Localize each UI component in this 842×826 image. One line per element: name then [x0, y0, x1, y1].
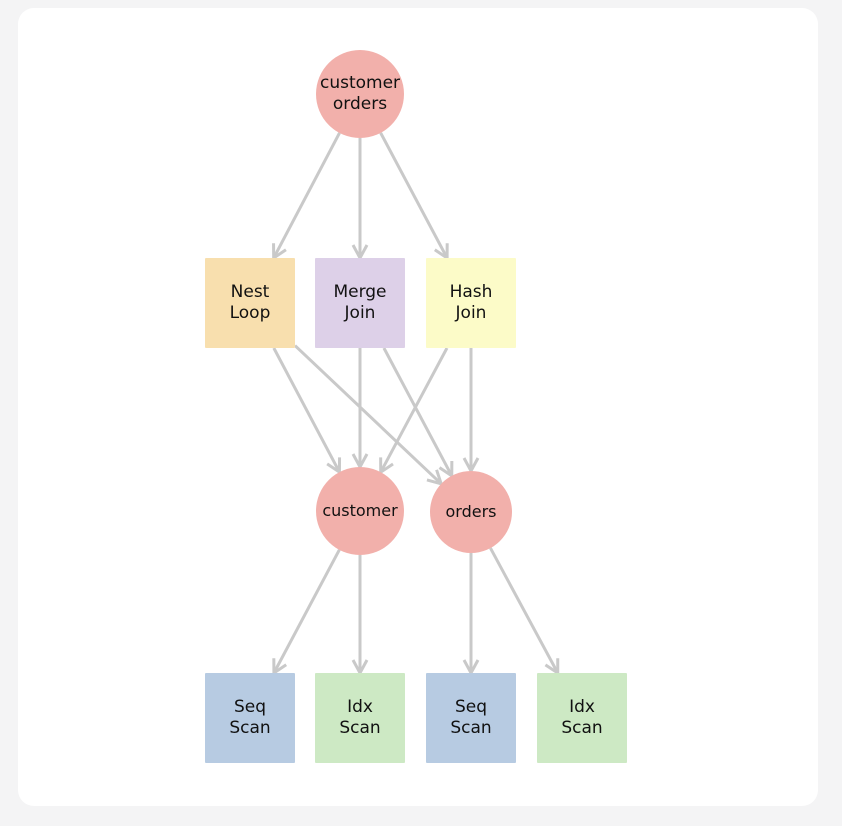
node-idx-scan-1[interactable]: Idx Scan — [315, 673, 405, 763]
node-customer-orders[interactable]: customer orders — [316, 50, 404, 138]
node-seq-scan-2[interactable]: Seq Scan — [426, 673, 516, 763]
node-seq-scan-1[interactable]: Seq Scan — [205, 673, 295, 763]
node-label-seq-scan-1: Seq Scan — [229, 697, 271, 738]
node-label-customer: customer — [322, 501, 398, 521]
node-label-orders: orders — [445, 502, 497, 522]
graph-edge — [272, 549, 341, 676]
node-idx-scan-2[interactable]: Idx Scan — [537, 673, 627, 763]
graph-edge — [462, 348, 480, 475]
graph-edge — [351, 348, 369, 471]
node-label-idx-scan-2: Idx Scan — [561, 697, 603, 738]
graph-edge — [272, 347, 342, 475]
graph-edge — [382, 347, 454, 479]
node-label-nest-loop: Nest Loop — [229, 282, 271, 323]
node-label-merge-join: Merge Join — [333, 282, 387, 323]
node-hash-join[interactable]: Hash Join — [426, 258, 516, 348]
graph-edge — [272, 132, 341, 261]
graph-edge — [379, 347, 449, 475]
node-customer[interactable]: customer — [316, 467, 404, 555]
node-label-seq-scan-2: Seq Scan — [450, 697, 492, 738]
node-merge-join[interactable]: Merge Join — [315, 258, 405, 348]
diagram-card — [18, 8, 818, 806]
node-orders[interactable]: orders — [430, 471, 512, 553]
graph-edge — [379, 132, 449, 261]
node-label-customer-orders: customer orders — [319, 73, 401, 114]
graph-edge — [351, 555, 369, 677]
node-label-idx-scan-1: Idx Scan — [339, 697, 381, 738]
node-nest-loop[interactable]: Nest Loop — [205, 258, 295, 348]
graph-edge — [351, 138, 369, 262]
graph-edge — [489, 547, 560, 676]
node-label-hash-join: Hash Join — [449, 282, 493, 323]
graph-edge — [462, 553, 480, 677]
